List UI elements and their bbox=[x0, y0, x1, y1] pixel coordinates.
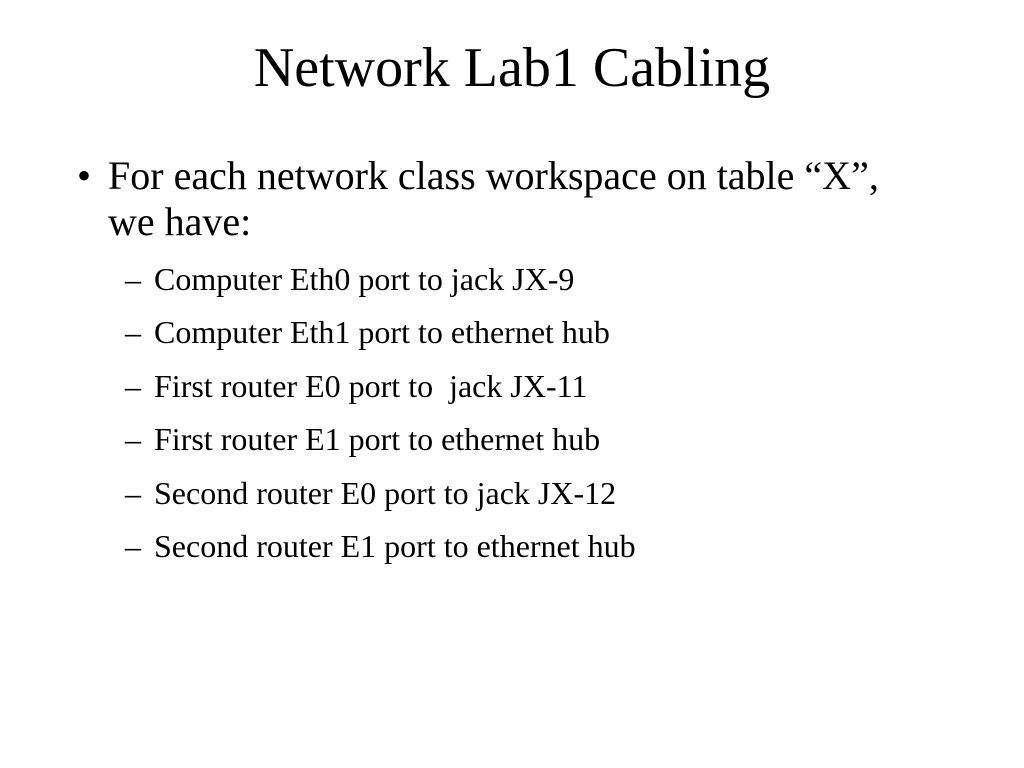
sub-bullet-item: –First router E0 port to jack JX-11 bbox=[125, 366, 845, 419]
dash-marker: – bbox=[125, 527, 141, 564]
sub-bullet-text: First router E0 port to jack JX-11 bbox=[154, 367, 588, 404]
sub-bullet-text: Second router E1 port to ethernet hub bbox=[154, 527, 636, 564]
sub-bullet-text: Computer Eth1 port to ethernet hub bbox=[154, 314, 610, 351]
sub-bullet-item: –First router E1 port to ethernet hub bbox=[125, 419, 845, 472]
dash-marker: – bbox=[125, 474, 141, 511]
dash-marker: – bbox=[125, 367, 141, 404]
sub-bullet-item: –Computer Eth0 port to jack JX-9 bbox=[125, 259, 845, 312]
sub-bullet-item: –Second router E1 port to ethernet hub bbox=[125, 526, 845, 579]
bullet-marker: • bbox=[77, 153, 92, 198]
sub-bullet-item: –Second router E0 port to jack JX-12 bbox=[125, 473, 845, 526]
dash-marker: – bbox=[125, 421, 141, 458]
sub-bullet-text: Second router E0 port to jack JX-12 bbox=[154, 474, 617, 511]
sub-bullet-text: Computer Eth0 port to jack JX-9 bbox=[154, 261, 575, 297]
bullet-text: For each network class workspace on tabl… bbox=[108, 153, 879, 244]
slide-title: Network Lab1 Cabling bbox=[253, 37, 771, 99]
dash-marker: – bbox=[125, 314, 141, 351]
sub-bullet-item: –Computer Eth1 port to ethernet hub bbox=[125, 312, 845, 365]
sub-bullet-list: –Computer Eth0 port to jack JX-9 –Comput… bbox=[125, 259, 845, 579]
sub-bullet-text: First router E1 port to ethernet hub bbox=[154, 421, 601, 458]
dash-marker: – bbox=[125, 261, 141, 297]
